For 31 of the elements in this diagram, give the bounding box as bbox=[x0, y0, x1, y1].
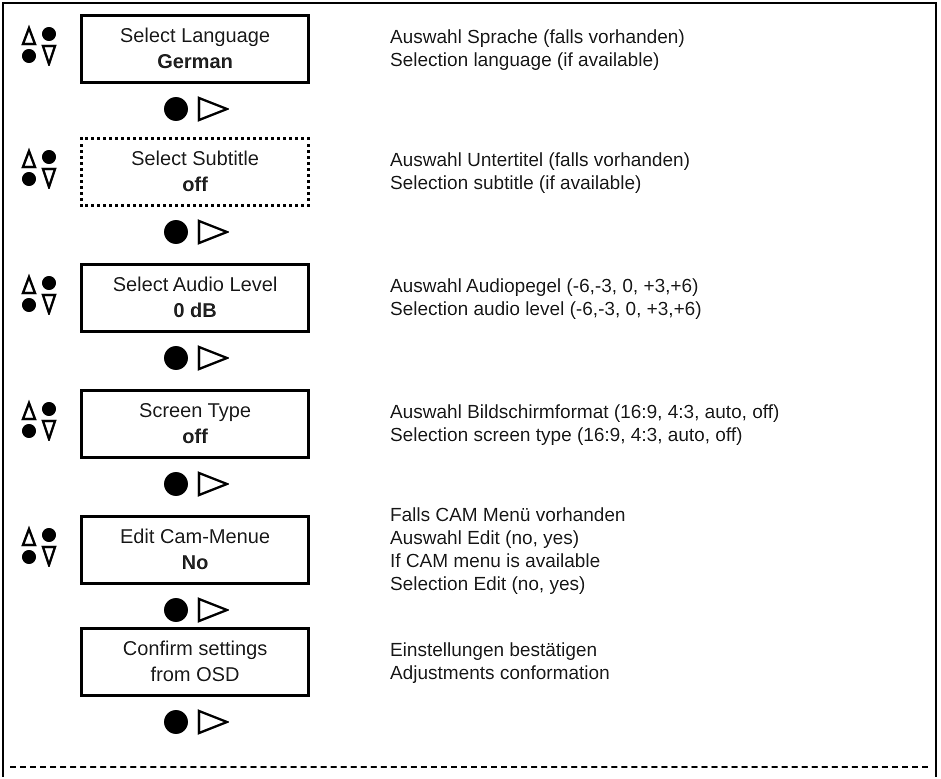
description-text: Auswahl Untertitel (falls vorhanden) bbox=[390, 149, 690, 172]
menu-value: 0 dB bbox=[173, 299, 217, 324]
description-text: Adjustments conformation bbox=[390, 662, 610, 685]
menu-display-box bbox=[80, 263, 310, 333]
menu-title: Select Subtitle bbox=[131, 147, 259, 172]
description-text: Selection audio level (-6,-3, 0, +3,+6) bbox=[390, 298, 702, 321]
description-text: Auswahl Sprache (falls vorhanden) bbox=[390, 26, 685, 49]
description-text: If CAM menu is available bbox=[390, 550, 602, 573]
menu-title: Confirm settings from OSD bbox=[122, 637, 268, 688]
description-text: Falls CAM Menü vorhanden bbox=[390, 504, 626, 527]
menu-value: off bbox=[182, 425, 208, 450]
description-text: Auswahl Audiopegel (-6,-3, 0, +3,+6) bbox=[390, 275, 700, 298]
menu-title: Select Language bbox=[120, 24, 270, 49]
description-text: Selection screen type (16:9, 4:3, auto, off) bbox=[390, 424, 744, 447]
description-text: Einstellungen bestätigen bbox=[390, 639, 598, 662]
menu-value: No bbox=[182, 551, 208, 576]
description-text: Selection language (if available) bbox=[390, 49, 660, 72]
menu-display-box bbox=[80, 137, 310, 207]
menu-value: German bbox=[157, 50, 233, 75]
description-text: Auswahl Bildschirmformat (16:9, 4:3, auto, off) bbox=[390, 401, 780, 424]
menu-display-box bbox=[80, 515, 310, 585]
menu-display-box bbox=[80, 14, 310, 84]
menu-value: off bbox=[182, 173, 208, 198]
menu-display-box bbox=[80, 627, 310, 697]
menu-title: Screen Type bbox=[139, 399, 251, 424]
description-text: Auswahl Edit (no, yes) bbox=[390, 527, 580, 550]
description-text: Selection subtitle (if available) bbox=[390, 172, 642, 195]
menu-title: Edit Cam-Menue bbox=[120, 525, 270, 550]
menu-title: Select Audio Level bbox=[112, 273, 278, 298]
menu-display-box bbox=[80, 389, 310, 459]
description-text: Selection Edit (no, yes) bbox=[390, 573, 586, 596]
